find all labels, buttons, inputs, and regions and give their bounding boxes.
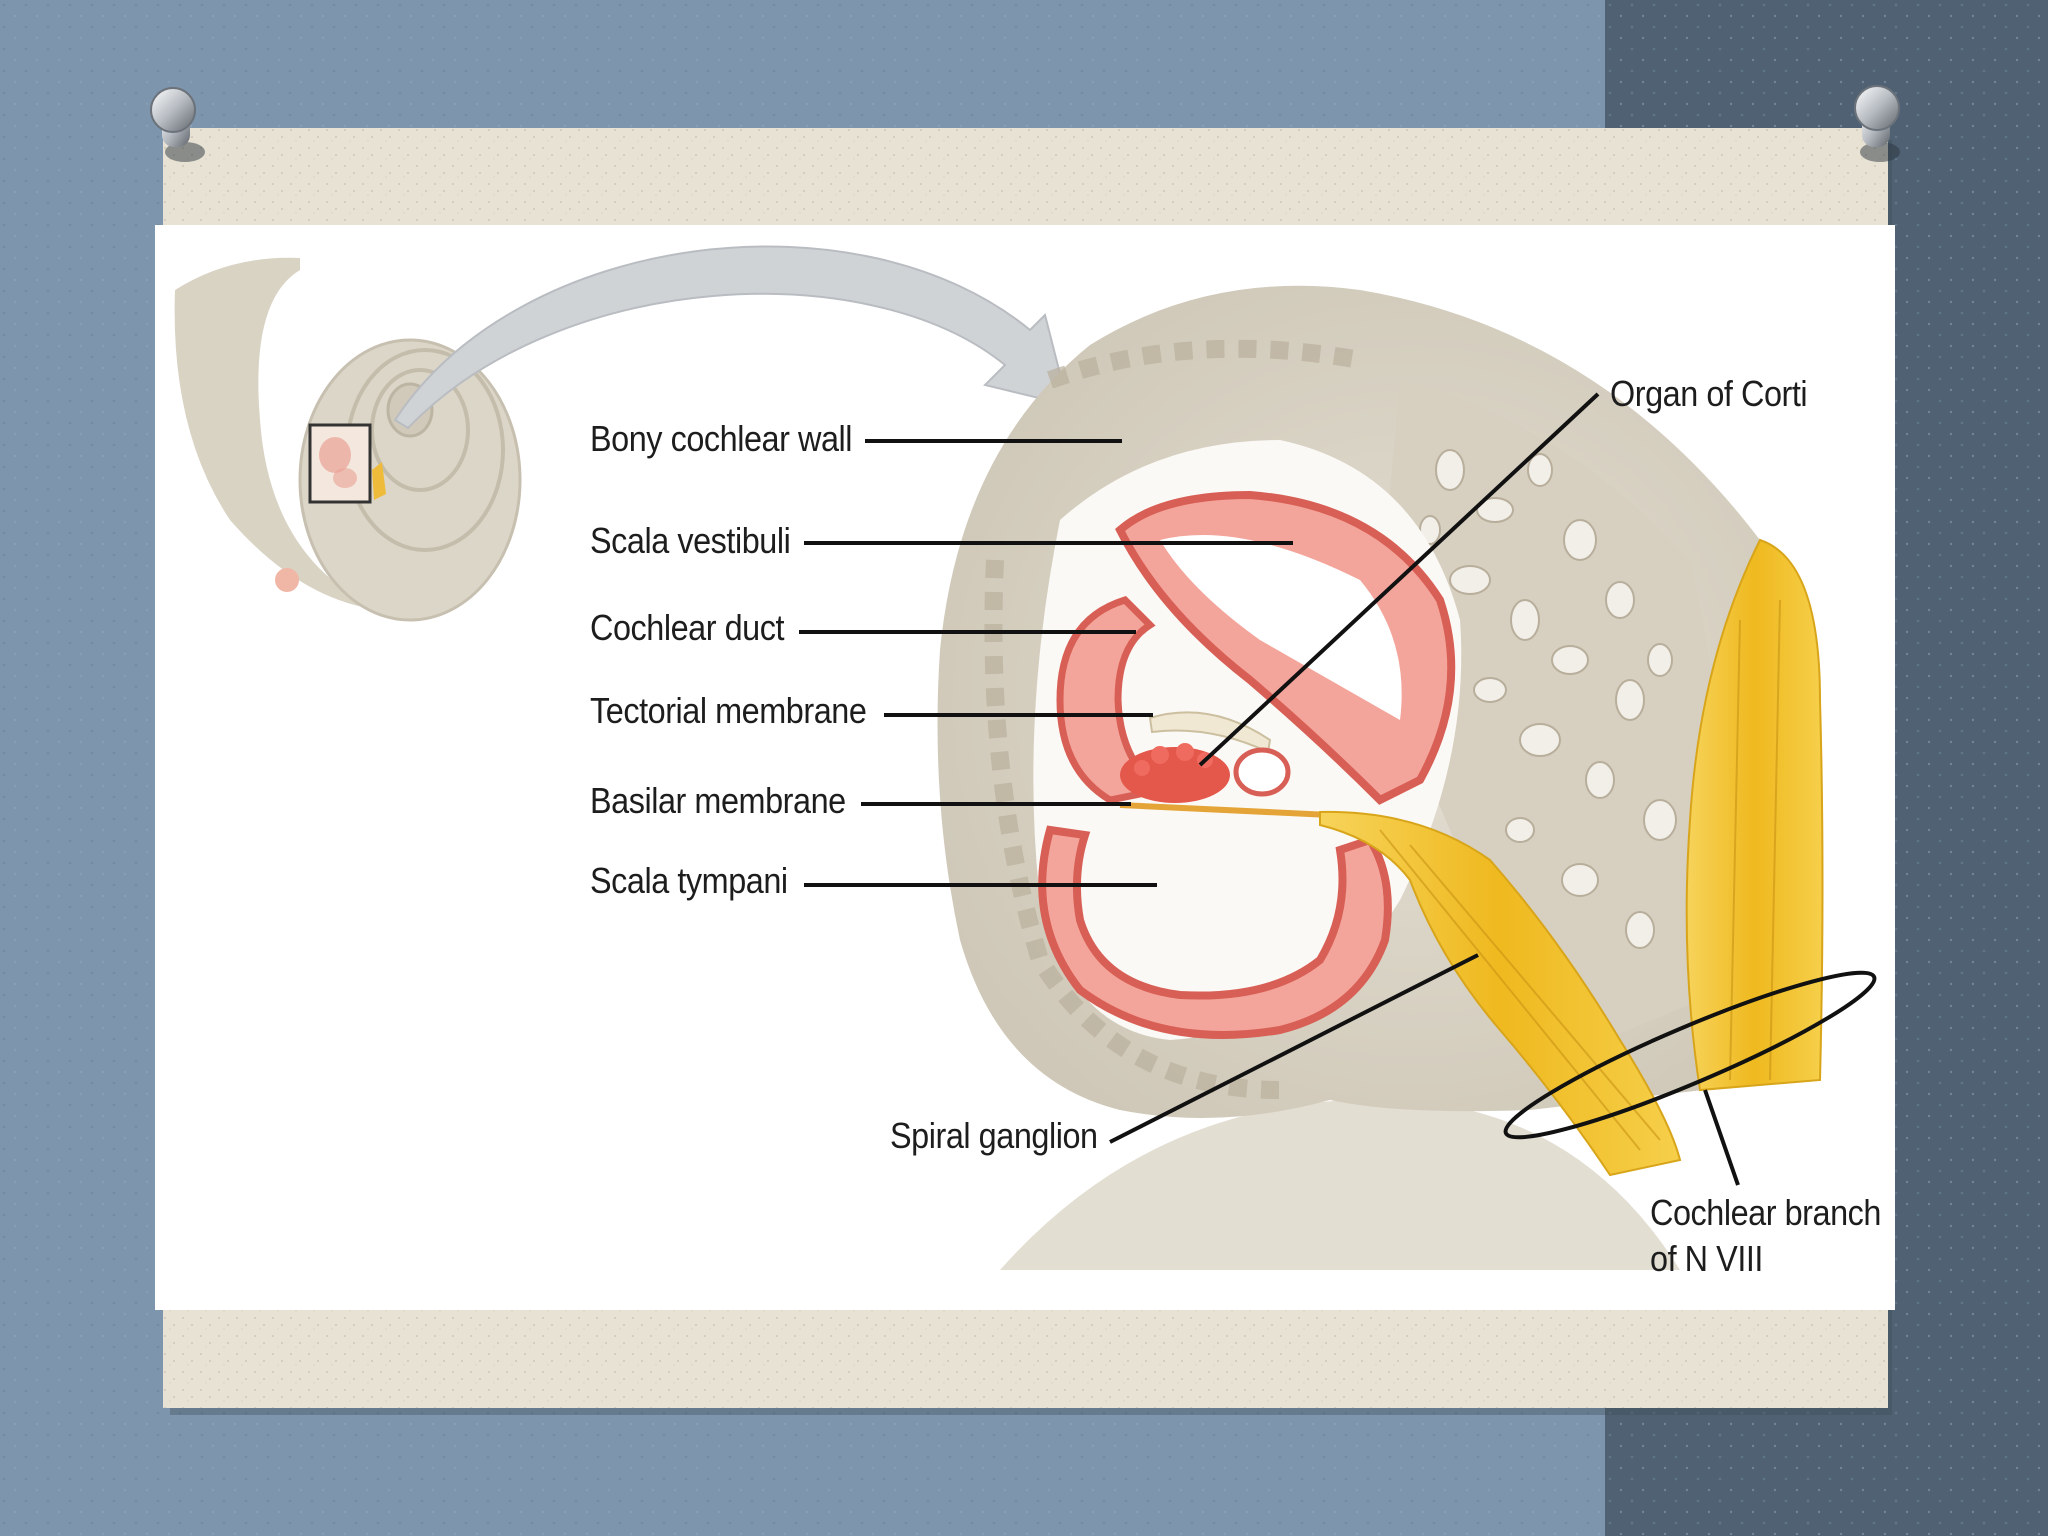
leader-spiral-ganglion	[1109, 953, 1479, 1144]
label-cochlear-branch: Cochlear branch of N VIII	[1650, 1190, 1902, 1282]
cochlear-nerve-trunk	[1685, 538, 1824, 1092]
left-pin	[150, 87, 205, 162]
label-bony-cochlear-wall: Bony cochlear wall	[590, 418, 853, 459]
label-scala-vestibuli: Scala vestibuli	[590, 520, 791, 561]
right-pin	[1854, 85, 1900, 162]
zoom-arrow	[393, 245, 1070, 430]
label-organ-of-corti: Organ of Corti	[1610, 373, 1808, 414]
leader-organ-of-corti	[1198, 392, 1600, 767]
leader-lines	[799, 392, 1740, 1186]
label-scala-tympani: Scala tympani	[590, 860, 788, 901]
cochlear-branch-ring	[1503, 970, 1877, 1140]
label-cochlear-duct: Cochlear duct	[590, 607, 785, 648]
leader-cochlear-branch	[1703, 1089, 1740, 1186]
label-spiral-ganglion: Spiral ganglion	[890, 1115, 1098, 1156]
organ-of-corti-structure	[1120, 711, 1291, 803]
label-cochlear-branch-line1: Cochlear branch	[1650, 1192, 1881, 1233]
label-basilar-membrane: Basilar membrane	[590, 780, 846, 821]
cochlea-cross-section	[937, 285, 1824, 1270]
label-cochlear-branch-line2: of N VIII	[1650, 1238, 1763, 1279]
label-tectorial-membrane: Tectorial membrane	[590, 690, 867, 731]
spiral-ganglion-nerve	[1319, 810, 1682, 1177]
